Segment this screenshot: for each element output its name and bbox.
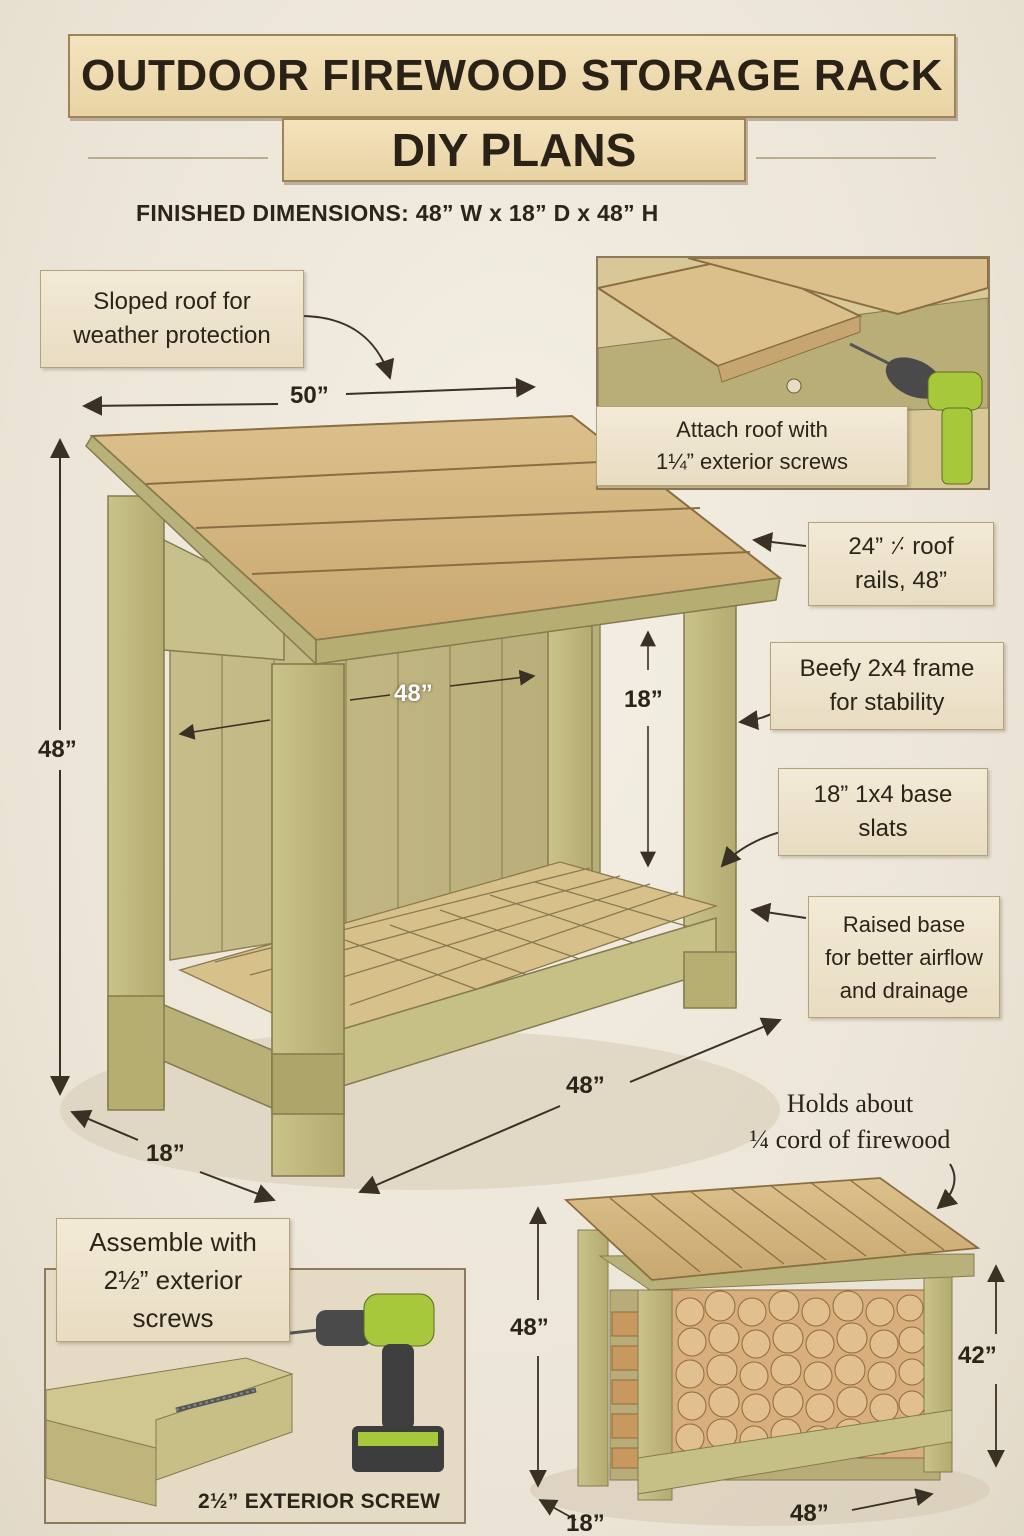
note-base-slats: 18” 1x4 base slats [778,768,988,856]
note-assemble-line2: 2½” exterior [103,1265,243,1295]
note-attach-roof-line1: Attach roof with [676,417,828,442]
page-title: OUTDOOR FIREWOOD STORAGE RACK [81,51,943,100]
note-frame: Beefy 2x4 frame for stability [770,642,1004,730]
note-frame-line2: for stability [829,689,945,716]
cordless-drill-icon [281,1293,444,1472]
small-rack-illustration [529,1177,1005,1526]
note-base-slats-line2: slats [858,815,908,842]
note-assemble-line3: screws [132,1303,214,1333]
left-back-leg [107,995,165,1111]
note-roof-rails-line1: 24” ⸓ roof [848,533,954,560]
note-sloped-roof: Sloped roof for weather protection [40,270,304,368]
inset-assembly [44,1268,466,1524]
title-banner: OUTDOOR FIREWOOD STORAGE RACK [68,34,956,118]
screw-label: 2½” EXTERIOR SCREW [198,1490,441,1513]
note-raised-base-line1: Raised base [842,911,966,937]
dim-height: 48” [38,736,77,763]
divider-right [756,157,936,159]
note-assemble: Assemble with 2½” exterior screws [56,1218,290,1342]
note-raised-base-line3: and drainage [839,977,969,1003]
dim-inner-width: 48” [394,680,433,707]
note-raised-base: Raised base for better airflow and drainag… [808,896,1000,1018]
dim-small-height: 48” [510,1314,549,1341]
finished-dimensions: FINISHED DIMENSIONS: 48” W x 18” D x 48”… [136,200,659,226]
note-raised-base-line2: for better airflow [825,944,983,970]
note-sloped-roof-line1: Sloped roof for [93,288,251,315]
note-roof-rails: 24” ⸓ roof rails, 48” [808,522,994,606]
note-holds-line1: Holds about [786,1089,914,1118]
dim-inner-height: 18” [624,686,663,713]
note-assemble-line1: Assemble with [89,1227,257,1257]
front-left-bracket [271,1053,345,1115]
dim-depth: 18” [146,1140,185,1167]
dim-roof-width: 50” [290,382,329,409]
dim-small-depth: 18” [566,1510,605,1536]
note-frame-line1: Beefy 2x4 frame [799,655,975,682]
note-roof-rails-line2: rails, 48” [854,567,948,594]
note-holds-line2: ¼ cord of firewood [749,1125,951,1154]
divider-left [88,157,268,159]
back-right-post [547,625,593,887]
note-attach-roof: Attach roof with 1¼” exterior screws [596,406,908,486]
note-sloped-roof-line2: weather protection [73,322,271,349]
note-holds: Holds about ¼ cord of firewood [700,1086,1000,1158]
note-attach-roof-line2: 1¼” exterior screws [656,449,848,474]
subtitle-banner: DIY PLANS [282,118,746,182]
note-base-slats-line1: 18” 1x4 base [813,781,953,808]
right-leg [683,951,737,1009]
drill-icon [849,342,983,485]
dim-base-width: 48” [566,1072,605,1099]
page-subtitle: DIY PLANS [391,124,637,176]
dim-small-inner-height: 42” [958,1342,997,1369]
dim-small-width: 48” [790,1500,829,1527]
